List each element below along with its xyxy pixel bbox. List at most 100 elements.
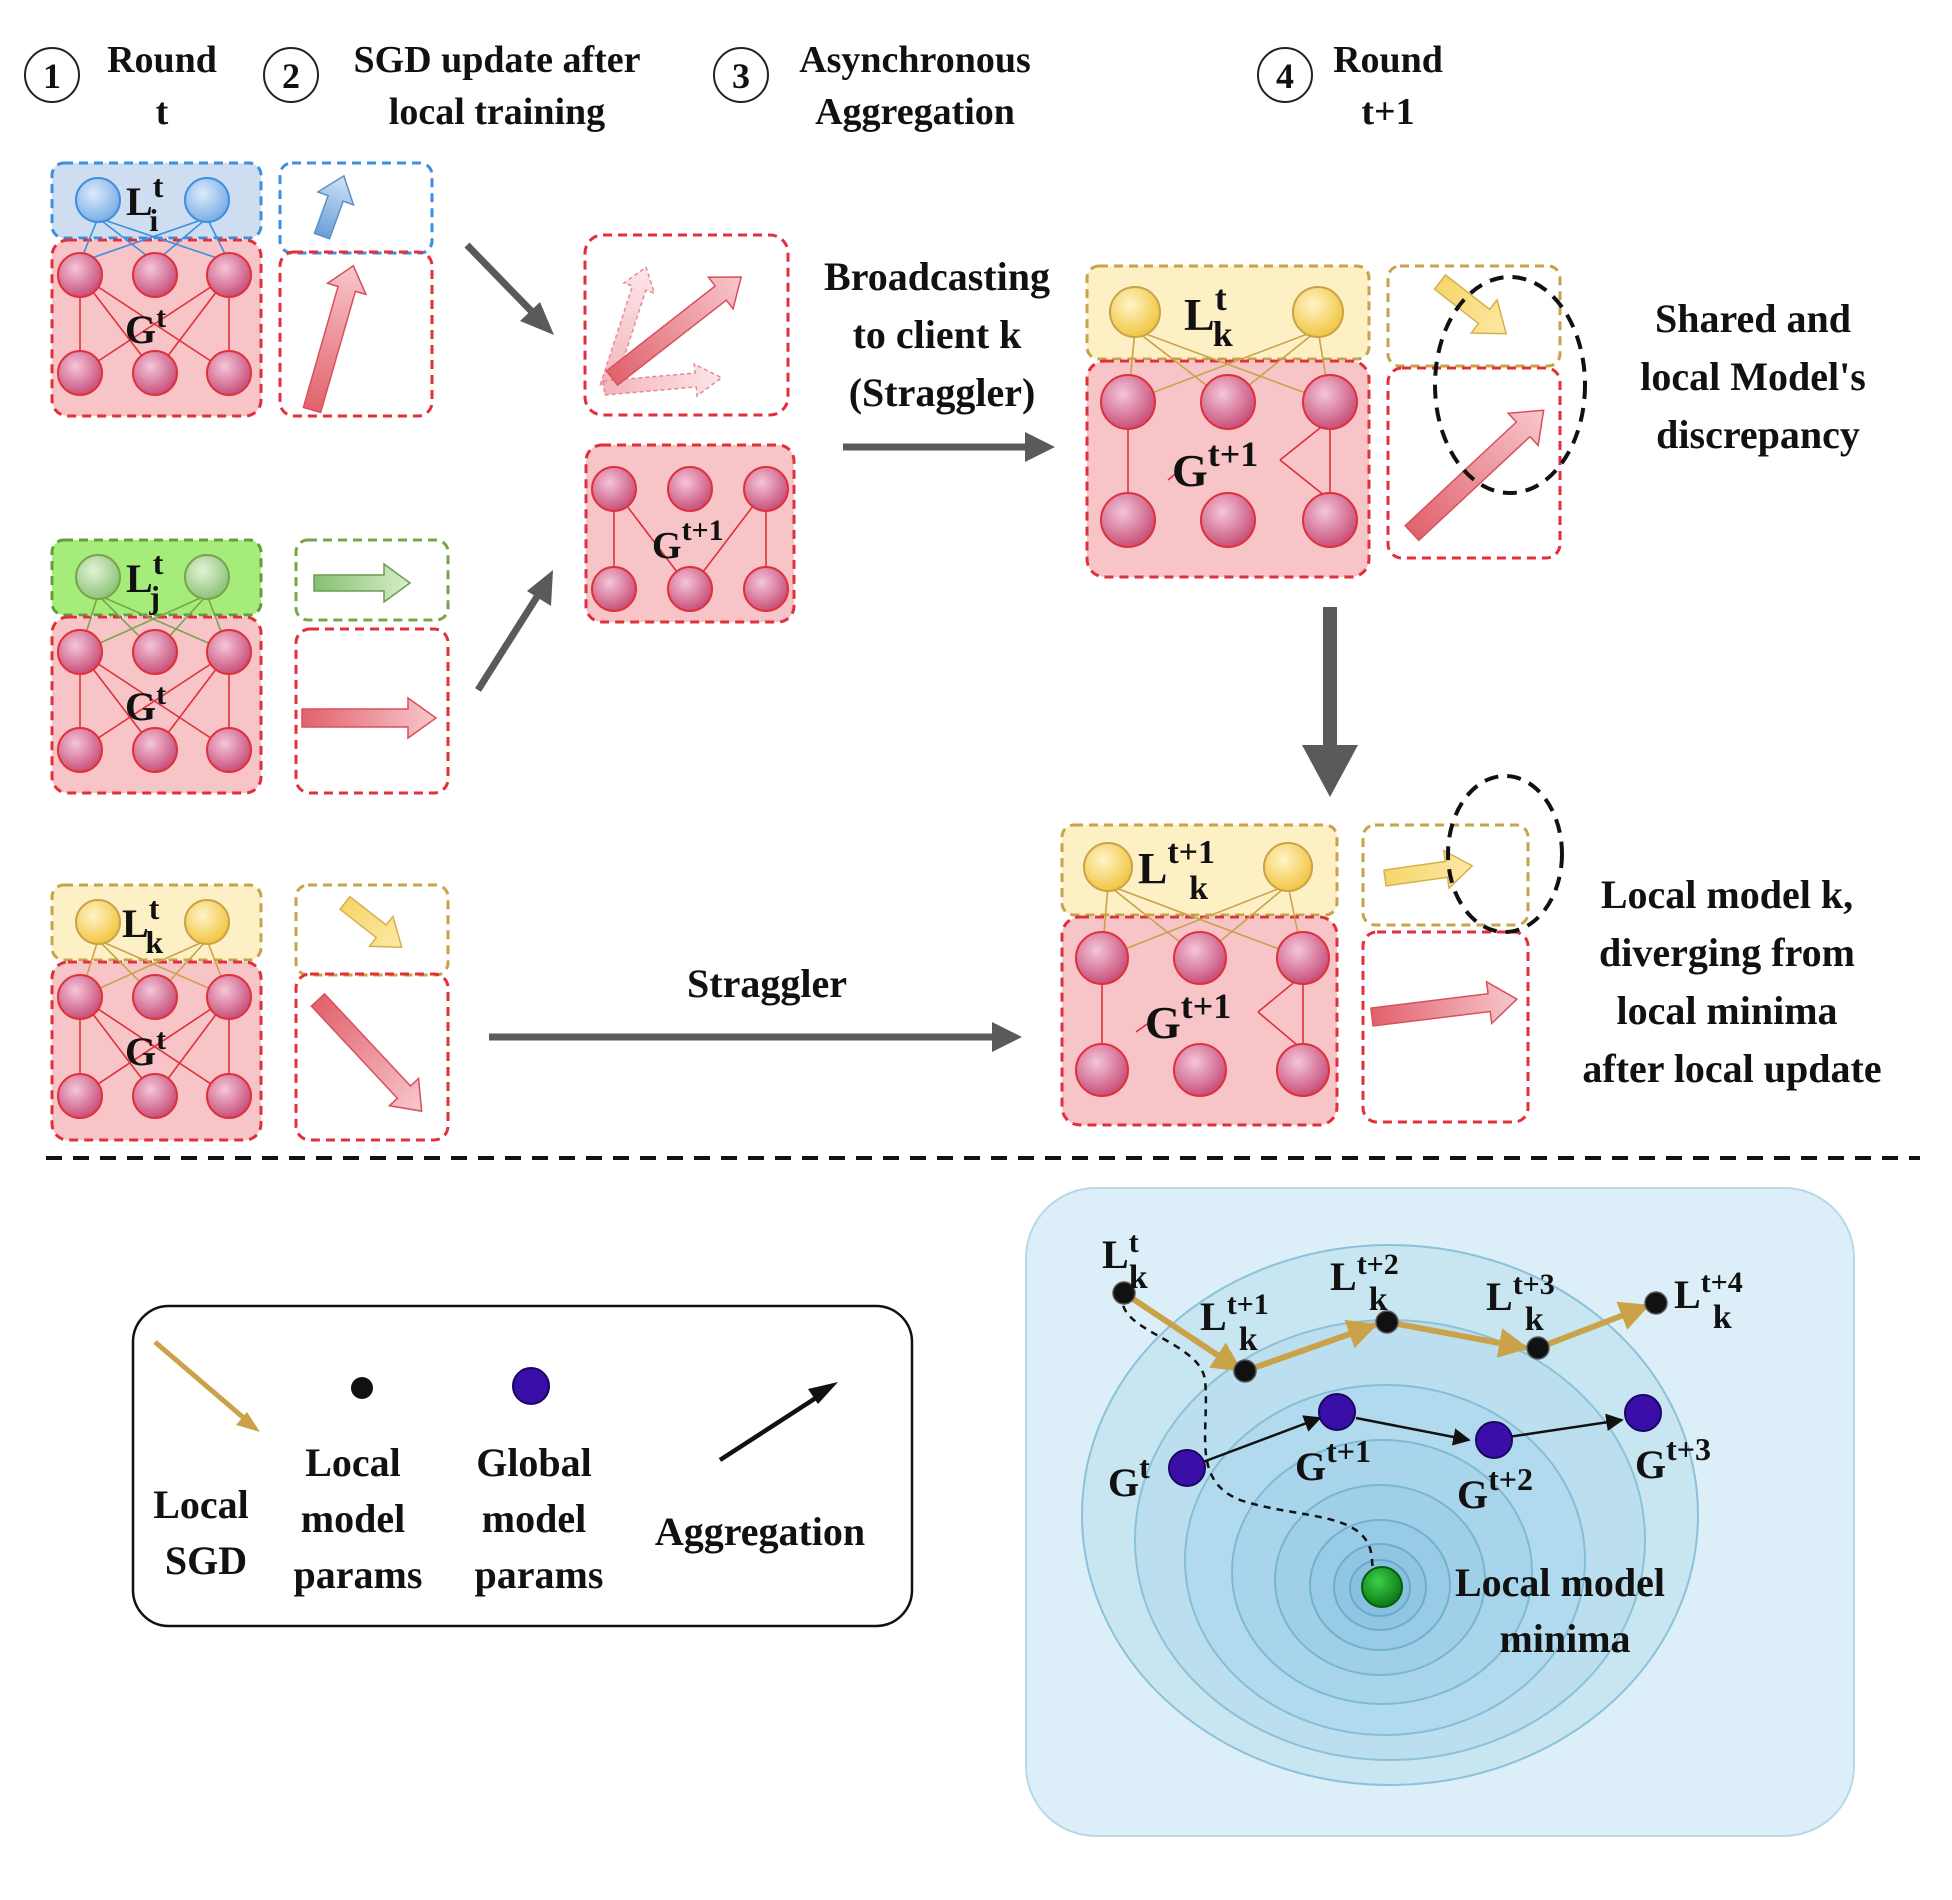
shared-neuron bbox=[667, 466, 713, 512]
legend: Local SGD Local model params Global mode… bbox=[131, 1304, 914, 1628]
legend-global-params-label: Global model params bbox=[475, 1440, 604, 1597]
shared-neuron bbox=[1075, 931, 1129, 985]
arrow-straggler bbox=[489, 1022, 1022, 1052]
legend-local-sgd-icon bbox=[153, 1340, 260, 1432]
shared-update-arrow bbox=[1370, 980, 1519, 1027]
shared-neuron bbox=[1100, 374, 1156, 430]
legend-global-params-icon bbox=[512, 1367, 550, 1405]
aggregation-step bbox=[1507, 1413, 1624, 1439]
straggler-label: Straggler bbox=[687, 961, 847, 1006]
global-model-label: Gt bbox=[125, 1023, 166, 1074]
local-update-box bbox=[294, 538, 450, 622]
round-next-top-updates bbox=[1386, 264, 1587, 560]
local-update-box bbox=[1386, 264, 1562, 368]
shared-neuron bbox=[132, 1073, 178, 1119]
step-title-line2: Aggregation bbox=[815, 91, 1015, 133]
shared-layer-box bbox=[584, 443, 796, 624]
local-neuron bbox=[184, 554, 230, 600]
aggregation-trajectory bbox=[1186, 1413, 1624, 1470]
shared-layer-box bbox=[1085, 359, 1371, 579]
flow-arrows bbox=[464, 242, 1358, 1052]
local-param-point bbox=[1112, 1281, 1136, 1305]
shared-update-arrow bbox=[310, 992, 423, 1113]
local-sgd-trajectory bbox=[1122, 1290, 1650, 1374]
step-title-line2: t+1 bbox=[1361, 91, 1414, 133]
shared-neuron bbox=[1173, 931, 1227, 985]
global-param-point bbox=[1475, 1421, 1513, 1459]
shared-neuron bbox=[206, 252, 252, 298]
shared-neuron bbox=[206, 629, 252, 675]
shared-neuron bbox=[57, 350, 103, 396]
arrow-broadcast bbox=[843, 432, 1055, 462]
shared-neuron bbox=[206, 350, 252, 396]
local-update-arrow bbox=[1433, 273, 1508, 335]
arrow-to-aggregation-bottom bbox=[475, 570, 553, 692]
shared-neuron bbox=[743, 566, 789, 612]
local-update-arrow bbox=[339, 895, 403, 949]
local-update-arrow bbox=[1383, 849, 1474, 890]
local-sgd-step bbox=[1386, 1319, 1529, 1358]
shared-neuron bbox=[1200, 374, 1256, 430]
shared-neuron bbox=[132, 629, 178, 675]
local-connections bbox=[79, 594, 230, 653]
aggregated-arrows-box bbox=[583, 233, 790, 417]
local-update-box bbox=[278, 161, 434, 255]
shared-neuron bbox=[667, 566, 713, 612]
legend-local-sgd-label: Local SGD bbox=[153, 1482, 259, 1583]
legend-box bbox=[131, 1304, 914, 1628]
local-neuron bbox=[75, 554, 121, 600]
step-number-circle bbox=[713, 47, 769, 103]
client-j-updates bbox=[294, 538, 450, 795]
client-k-updates bbox=[294, 883, 450, 1142]
shared-neuron bbox=[1200, 492, 1256, 548]
step-header-2: 2 SGD update after local training bbox=[263, 39, 641, 133]
local-update-arrow bbox=[313, 562, 412, 604]
shared-neuron bbox=[591, 466, 637, 512]
shared-neuron bbox=[132, 727, 178, 773]
step-number: 3 bbox=[732, 56, 750, 96]
local-param-point bbox=[1644, 1291, 1668, 1315]
global-point-label: Gt bbox=[1108, 1449, 1150, 1505]
local-layer-box bbox=[1085, 264, 1371, 361]
discrepancy-highlight bbox=[1433, 275, 1587, 495]
minima-point bbox=[1361, 1566, 1403, 1608]
global-point-label: Gt+3 bbox=[1635, 1431, 1711, 1487]
legend-local-params-label: Local model params bbox=[294, 1440, 423, 1597]
local-connections bbox=[79, 939, 230, 998]
local-neuron bbox=[1292, 286, 1344, 338]
minima-label: Local model minima bbox=[1455, 1560, 1675, 1661]
arrow-down-round bbox=[1302, 607, 1358, 797]
shared-neuron bbox=[1173, 1043, 1227, 1097]
shared-neuron bbox=[57, 252, 103, 298]
local-neuron bbox=[75, 899, 121, 945]
faded-update-arrow-up bbox=[599, 265, 656, 391]
shared-update-box bbox=[1386, 366, 1562, 560]
local-neuron bbox=[1109, 286, 1161, 338]
local-update-arrow bbox=[313, 174, 355, 240]
step-number-circle bbox=[1257, 47, 1313, 103]
local-param-point bbox=[1233, 1359, 1257, 1383]
arrow-to-aggregation-top bbox=[464, 242, 554, 335]
shared-update-arrow bbox=[301, 696, 438, 740]
global-model-label: Gt bbox=[125, 678, 166, 729]
global-model-label: Gt+1 bbox=[652, 514, 724, 567]
shared-neuron bbox=[1276, 1043, 1330, 1097]
local-param-point bbox=[1526, 1336, 1550, 1360]
local-neuron bbox=[1263, 842, 1313, 892]
shared-neuron bbox=[57, 727, 103, 773]
diverging-label: Local model k, diverging from local mini… bbox=[1582, 872, 1881, 1091]
shared-neuron bbox=[1302, 374, 1358, 430]
shared-neuron bbox=[206, 727, 252, 773]
step-title-line1: SGD update after bbox=[353, 39, 640, 81]
step-title-line1: Round bbox=[1333, 39, 1443, 81]
local-param-point bbox=[1375, 1310, 1399, 1334]
shared-neuron bbox=[1302, 492, 1358, 548]
